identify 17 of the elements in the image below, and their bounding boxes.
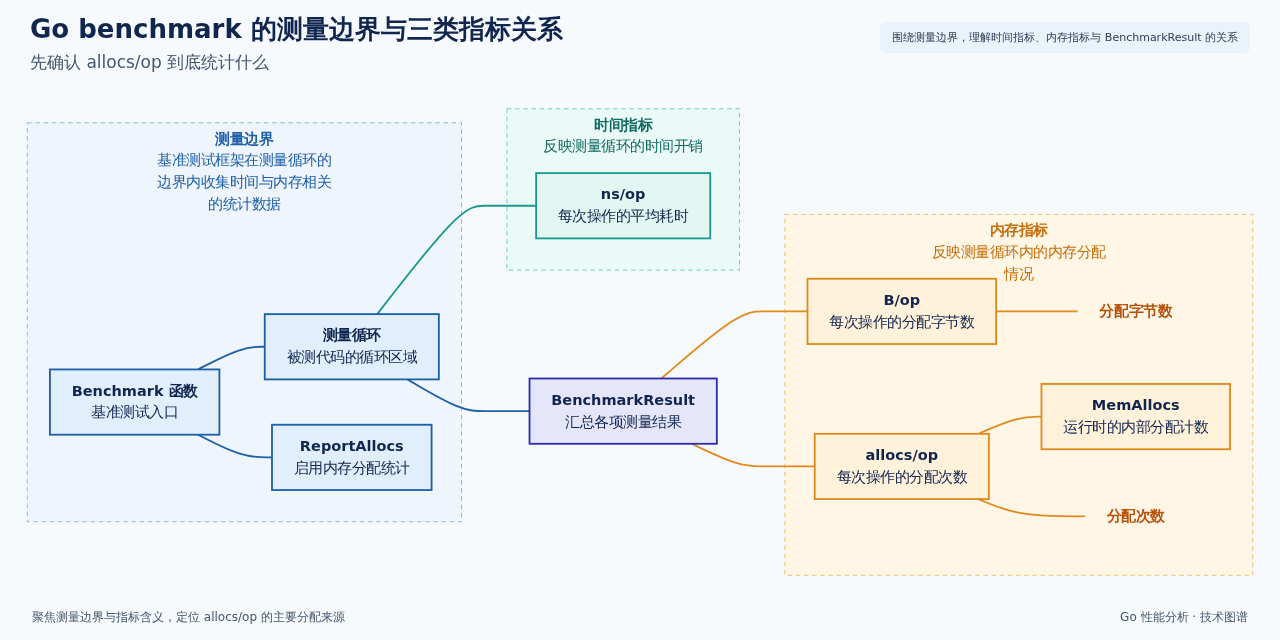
connector <box>197 433 273 459</box>
node-box: MemAllocs 运行时的内部分配计数 <box>1040 383 1231 451</box>
note-text: 围绕测量边界，理解时间指标、内存指标与 BenchmarkResult 的关系 <box>880 22 1250 53</box>
footer-note: 聚焦测量边界与指标含义，定位 allocs/op 的主要分配来源 <box>32 609 345 626</box>
node-box: ns/op 每次操作的平均耗时 <box>535 172 712 240</box>
node-box: BenchmarkResult 汇总各项测量结果 <box>528 377 718 445</box>
footer-note: Go 性能分析 · 技术图谱 <box>1120 609 1248 626</box>
node-box: Benchmark 函数 基准测试入口 <box>49 368 221 436</box>
subtitle: 先确认 allocs/op 到底统计什么 <box>30 51 271 74</box>
node-box: B/op 每次操作的分配字节数 <box>806 277 998 345</box>
node-box: 测量循环 被测代码的循环区域 <box>263 313 440 381</box>
node-box: ReportAllocs 启用内存分配统计 <box>271 423 433 491</box>
node-text: 分配字节数 <box>1099 302 1173 320</box>
connector <box>977 498 1086 518</box>
node-text: 分配次数 <box>1106 507 1165 525</box>
node-box: allocs/op 每次操作的分配次数 <box>813 432 990 500</box>
diagram-title: Go benchmark 的测量边界与三类指标关系 <box>30 13 564 46</box>
